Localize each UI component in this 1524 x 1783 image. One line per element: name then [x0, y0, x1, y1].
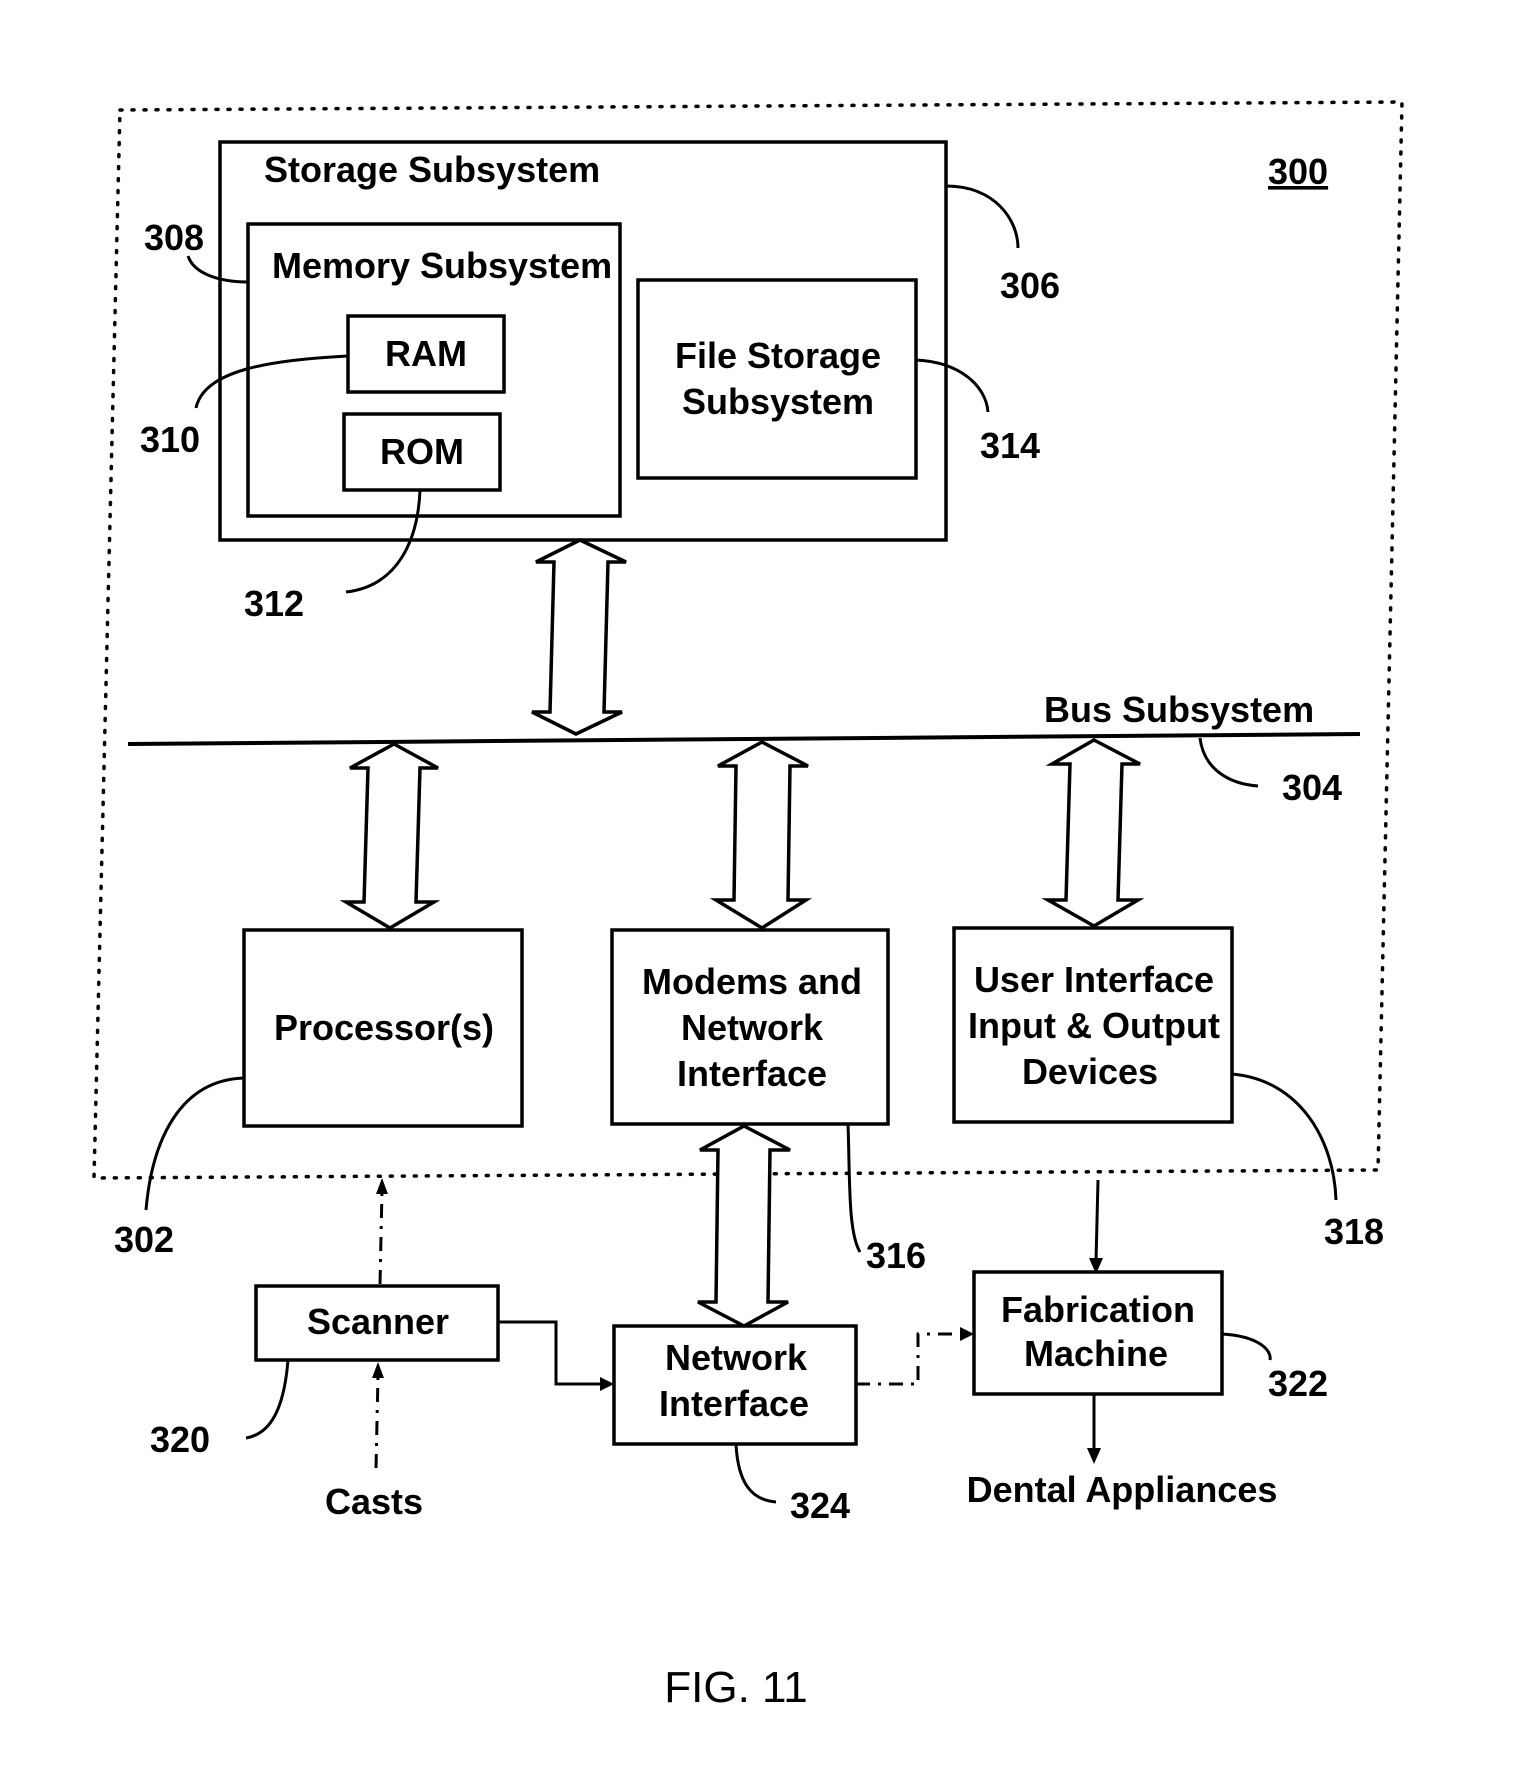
- modems-network-double-arrow: [698, 1126, 790, 1326]
- figure-caption: FIG. 11: [664, 1663, 807, 1712]
- network-fabrication-arrowhead: [960, 1327, 974, 1341]
- rom-label: ROM: [380, 431, 464, 472]
- ui-devices-ref-leader: [1232, 1074, 1336, 1200]
- modems-label-3: Interface: [677, 1053, 827, 1094]
- ui-fabrication-line: [1096, 1180, 1098, 1262]
- rom-ref: 312: [244, 583, 304, 624]
- storage-ref-leader: [946, 186, 1018, 248]
- file-storage-label-1: File Storage: [675, 335, 881, 376]
- bus-line: [128, 734, 1360, 744]
- ui-devices-label-2: Input & Output: [968, 1005, 1220, 1046]
- network-interface-ref: 324: [790, 1485, 850, 1526]
- scanner-network-arrowhead: [600, 1377, 614, 1391]
- file-storage-label-2: Subsystem: [682, 381, 874, 422]
- processor-ref-leader: [146, 1078, 244, 1210]
- fabrication-label-1: Fabrication: [1001, 1289, 1195, 1330]
- processor-label: Processor(s): [274, 1007, 494, 1048]
- scanner-label: Scanner: [307, 1301, 449, 1342]
- casts-scanner-arrowhead: [372, 1362, 384, 1378]
- ui-devices-ref: 318: [1324, 1211, 1384, 1252]
- processor-ref: 302: [114, 1219, 174, 1260]
- scanner-ref: 320: [150, 1419, 210, 1460]
- ram-ref: 310: [140, 419, 200, 460]
- network-interface-label-1: Network: [665, 1337, 808, 1378]
- ui-devices-label-3: Devices: [1022, 1051, 1158, 1092]
- dental-appliances-label: Dental Appliances: [967, 1469, 1278, 1510]
- system-ref-label: 300: [1268, 151, 1328, 192]
- storage-bus-double-arrow: [532, 540, 626, 734]
- modems-label-2: Network: [681, 1007, 824, 1048]
- memory-subsystem-label: Memory Subsystem: [272, 245, 612, 286]
- scanner-processor-arrowhead: [376, 1178, 388, 1194]
- bus-processor-double-arrow: [346, 744, 438, 928]
- storage-ref: 306: [1000, 265, 1060, 306]
- modems-ref: 316: [866, 1235, 926, 1276]
- file-storage-ref: 314: [980, 425, 1040, 466]
- modems-ref-leader: [848, 1124, 860, 1252]
- bus-label: Bus Subsystem: [1044, 689, 1314, 730]
- memory-ref: 308: [144, 217, 204, 258]
- network-interface-label-2: Interface: [659, 1383, 809, 1424]
- bus-ref: 304: [1282, 767, 1342, 808]
- file-storage-box: [638, 280, 916, 478]
- ram-label: RAM: [385, 333, 467, 374]
- modems-label-1: Modems and: [642, 961, 862, 1002]
- casts-scanner-dashed-line: [376, 1376, 378, 1468]
- ui-devices-label-1: User Interface: [974, 959, 1214, 1000]
- network-fabrication-connector: [856, 1334, 960, 1384]
- bus-modems-double-arrow: [716, 742, 808, 928]
- scanner-network-connector: [498, 1322, 604, 1384]
- scanner-processor-dashed-line: [380, 1190, 382, 1284]
- fabrication-ref: 322: [1268, 1363, 1328, 1404]
- fabrication-label-2: Machine: [1024, 1333, 1168, 1374]
- fabrication-appliances-arrowhead: [1087, 1448, 1101, 1464]
- storage-subsystem-label: Storage Subsystem: [264, 149, 600, 190]
- casts-label: Casts: [325, 1481, 423, 1522]
- bus-ref-leader: [1200, 738, 1258, 786]
- fabrication-ref-leader: [1222, 1334, 1270, 1360]
- bus-ui-double-arrow: [1048, 740, 1140, 926]
- scanner-ref-leader: [246, 1360, 288, 1438]
- network-interface-ref-leader: [736, 1444, 776, 1502]
